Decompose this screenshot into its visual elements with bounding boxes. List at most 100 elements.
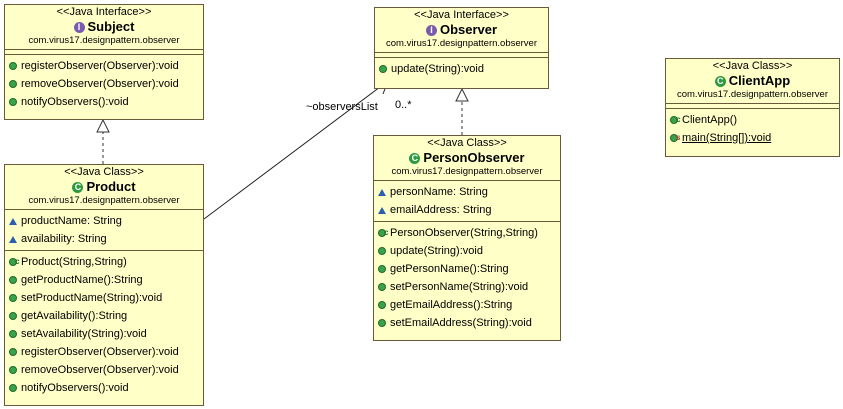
static-method-icon — [670, 129, 680, 147]
public-method-icon — [9, 62, 17, 70]
method-row[interactable]: getPersonName():String — [374, 260, 560, 278]
personobserver-realizes-observer-arrowhead — [455, 87, 469, 102]
observer-name: Observer — [439, 22, 498, 37]
interface-icon: I — [73, 22, 85, 33]
method-row[interactable]: update(String):void — [374, 242, 560, 260]
field-row[interactable]: personName: String — [374, 183, 560, 201]
association-role-label: ~observersList — [306, 101, 378, 113]
method-label: getEmailAddress():String — [390, 299, 513, 311]
method-label: removeObserver(Observer):void — [21, 364, 179, 376]
product-realizes-subject-arrowhead — [96, 118, 110, 133]
method-label: registerObserver(Observer):void — [21, 60, 179, 72]
clientapp-fields — [666, 104, 839, 109]
method-row[interactable]: notifyObservers():void — [5, 93, 203, 111]
observer-methods: update(String):void — [375, 58, 548, 80]
personobserver-methods: PersonObserver(String,String) update(Str… — [374, 222, 560, 334]
observers-association-line — [203, 80, 389, 220]
public-method-icon — [379, 65, 387, 73]
method-row[interactable]: removeObserver(Observer):void — [5, 361, 203, 379]
method-row[interactable]: getEmailAddress():String — [374, 296, 560, 314]
class-icon: C — [409, 153, 421, 164]
method-label: setAvailability(String):void — [21, 328, 147, 340]
public-method-icon — [9, 294, 17, 302]
method-label: registerObserver(Observer):void — [21, 346, 179, 358]
method-label: getProductName():String — [21, 274, 143, 286]
public-method-icon — [9, 348, 17, 356]
clientapp-name: ClientApp — [728, 73, 791, 88]
product-methods: Product(String,String) getProductName():… — [5, 251, 203, 399]
personobserver-stereotype: <<Java Class>> — [427, 137, 507, 149]
method-row[interactable]: getAvailability():String — [5, 307, 203, 325]
constructor-icon — [670, 111, 680, 129]
product-fields: productName: String availability: String — [5, 210, 203, 251]
method-label: getAvailability():String — [21, 310, 128, 322]
observer-stereotype: <<Java Interface>> — [414, 9, 509, 21]
method-row[interactable]: notifyObservers():void — [5, 379, 203, 397]
personobserver-package: com.virus17.designpattern.observer — [391, 166, 543, 177]
method-row[interactable]: setProductName(String):void — [5, 289, 203, 307]
product-package: com.virus17.designpattern.observer — [28, 195, 180, 206]
field-row[interactable]: availability: String — [5, 230, 203, 248]
method-label: setProductName(String):void — [21, 292, 163, 304]
observer-package: com.virus17.designpattern.observer — [385, 38, 538, 49]
method-row[interactable]: setPersonName(String):void — [374, 278, 560, 296]
method-label: setPersonName(String):void — [390, 281, 529, 293]
public-method-icon — [378, 247, 386, 255]
method-label: notifyObservers():void — [21, 96, 129, 108]
field-label: emailAddress: String — [390, 204, 492, 216]
constructor-icon — [9, 253, 19, 271]
clientapp-methods: ClientApp() main(String[]):void — [666, 109, 839, 149]
clientapp-stereotype: <<Java Class>> — [712, 60, 793, 72]
method-row[interactable]: PersonObserver(String,String) — [374, 224, 560, 242]
method-row[interactable]: setAvailability(String):void — [5, 325, 203, 343]
interface-icon: I — [425, 25, 437, 36]
package-field-icon — [378, 206, 386, 214]
public-method-icon — [9, 80, 17, 88]
method-row[interactable]: ClientApp() — [666, 111, 839, 129]
method-row[interactable]: getProductName():String — [5, 271, 203, 289]
method-row[interactable]: setEmailAddress(String):void — [374, 314, 560, 332]
method-row[interactable]: removeObserver(Observer):void — [5, 75, 203, 93]
method-row[interactable]: registerObserver(Observer):void — [5, 57, 203, 75]
method-label: ClientApp() — [682, 114, 738, 126]
method-label: main(String[]):void — [682, 132, 772, 144]
public-method-icon — [9, 366, 17, 374]
product-stereotype: <<Java Class>> — [64, 166, 144, 178]
class-icon: C — [72, 182, 84, 193]
method-label: PersonObserver(String,String) — [390, 227, 538, 239]
public-method-icon — [378, 283, 386, 291]
method-row[interactable]: update(String):void — [375, 60, 548, 78]
public-method-icon — [378, 265, 386, 273]
constructor-icon — [378, 224, 388, 242]
method-label: update(String):void — [390, 245, 483, 257]
association-multiplicity-label: 0..* — [395, 99, 412, 111]
subject-fields — [5, 50, 203, 55]
field-row[interactable]: productName: String — [5, 212, 203, 230]
package-field-icon — [9, 217, 17, 225]
method-row[interactable]: registerObserver(Observer):void — [5, 343, 203, 361]
method-label: removeObserver(Observer):void — [21, 78, 179, 90]
subject-name: Subject — [87, 19, 135, 34]
field-label: availability: String — [21, 233, 107, 245]
method-label: notifyObservers():void — [21, 382, 129, 394]
method-row[interactable]: Product(String,String) — [5, 253, 203, 271]
field-row[interactable]: emailAddress: String — [374, 201, 560, 219]
method-row[interactable]: main(String[]):void — [666, 129, 839, 147]
observer-fields — [375, 53, 548, 58]
personobserver-name: PersonObserver — [423, 150, 525, 165]
public-method-icon — [9, 312, 17, 320]
subject-methods: registerObserver(Observer):void removeOb… — [5, 55, 203, 113]
method-label: Product(String,String) — [21, 256, 127, 268]
clientapp-package: com.virus17.designpattern.observer — [676, 89, 829, 100]
public-method-icon — [9, 276, 17, 284]
field-label: personName: String — [390, 186, 488, 198]
